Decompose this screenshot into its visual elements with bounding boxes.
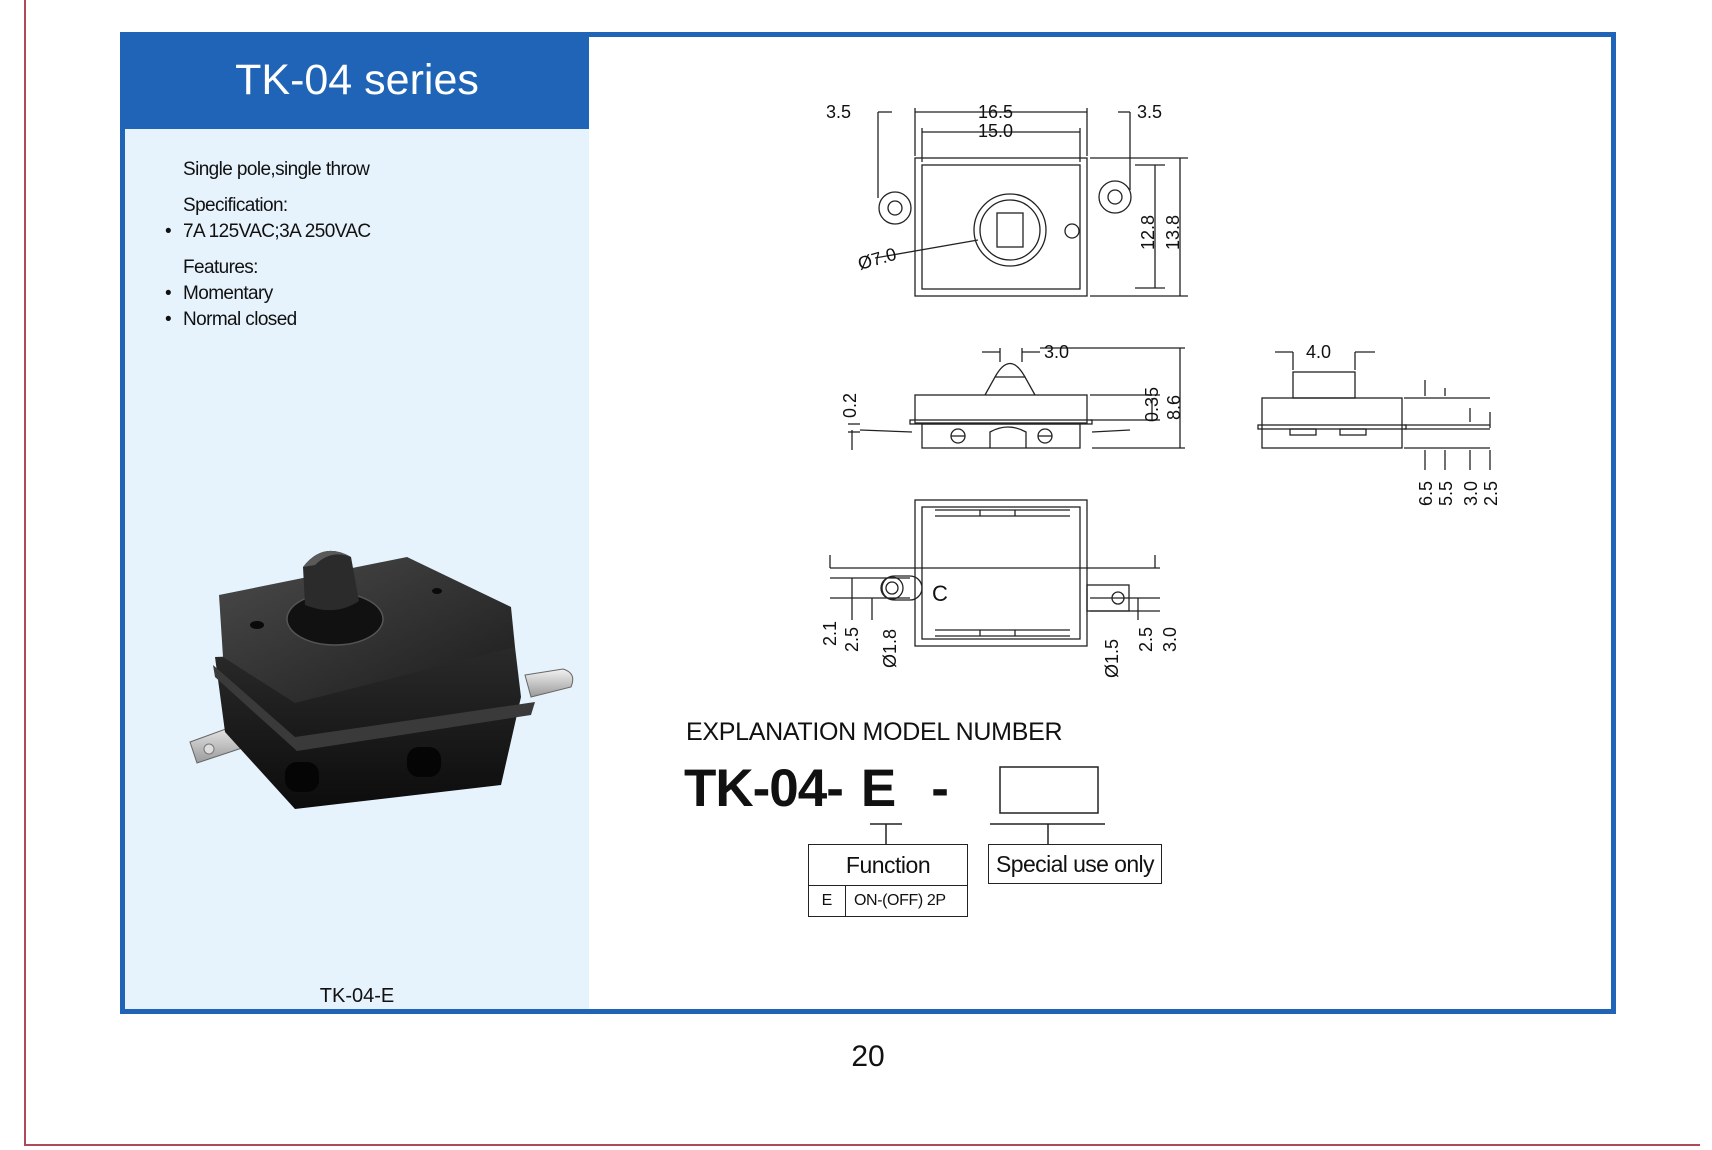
function-row-desc: ON-(OFF) 2P: [854, 892, 946, 909]
dim-label: Ø7.0: [856, 244, 899, 274]
dim-label: 0.2: [840, 393, 860, 418]
model-code: TK-04- E-: [684, 758, 949, 819]
spec-list: Single pole,single throw Specification: …: [165, 157, 371, 333]
left-panel: TK-04 series Single pole,single throw Sp…: [125, 37, 589, 1009]
feature-item: Normal closed: [165, 307, 371, 333]
function-row-code: E: [809, 886, 846, 916]
dimension-drawing: 3.5 16.5 15.0 3.5 12.8 13.8 Ø7.0 3.0 0.2…: [820, 102, 1501, 678]
dim-label: 0.35: [1142, 387, 1162, 422]
dim-label: 2.5: [1481, 481, 1501, 506]
dim-label: Ø1.8: [880, 629, 900, 668]
product-caption: TK-04-E: [319, 985, 395, 1007]
dim-label: 5.5: [1436, 481, 1456, 506]
table-row: E ON-(OFF) 2P: [809, 885, 967, 916]
function-code: E: [860, 759, 896, 818]
special-use-box: Special use only: [988, 844, 1162, 884]
feature-item: Momentary: [165, 281, 371, 307]
series-title: TK-04 series: [125, 37, 589, 129]
dim-label: 15.0: [978, 121, 1013, 141]
dim-label: 3.0: [1044, 342, 1069, 362]
model-prefix: TK-04-: [684, 759, 844, 818]
dim-label: 2.5: [1136, 627, 1156, 652]
dim-label: 3.0: [1461, 481, 1481, 506]
product-photo: [189, 550, 574, 809]
function-label: Function: [845, 852, 931, 878]
features-heading: Features:: [183, 257, 258, 278]
spec-heading: Specification:: [183, 195, 288, 216]
catalog-frame: TK-04 series Single pole,single throw Sp…: [120, 32, 1616, 1014]
dim-label: 2.5: [842, 627, 862, 652]
dim-label: 6.5: [1416, 481, 1436, 506]
dim-label: 8.6: [1164, 395, 1184, 420]
dim-label: 16.5: [978, 102, 1013, 122]
dim-label: Ø1.5: [1102, 639, 1122, 678]
terminal-mark: C: [932, 581, 948, 606]
dim-label: 13.8: [1163, 215, 1183, 250]
pole-description: Single pole,single throw: [183, 159, 370, 180]
dim-label: 3.5: [826, 102, 851, 122]
model-code-tree: [870, 766, 1105, 844]
page-border: [24, 0, 1700, 1146]
spec-item: 7A 125VAC;3A 250VAC: [165, 219, 371, 245]
dim-label: 12.8: [1138, 215, 1158, 250]
page-number: 20: [851, 1040, 885, 1073]
model-separator: -: [931, 759, 949, 818]
dim-label: 3.5: [1137, 102, 1162, 122]
explanation-title: EXPLANATION MODEL NUMBER: [686, 718, 1063, 746]
dim-label: 3.0: [1160, 627, 1180, 652]
function-table: Function E ON-(OFF) 2P: [808, 844, 968, 917]
dim-label: 2.1: [820, 621, 840, 646]
dim-label: 4.0: [1306, 342, 1331, 362]
